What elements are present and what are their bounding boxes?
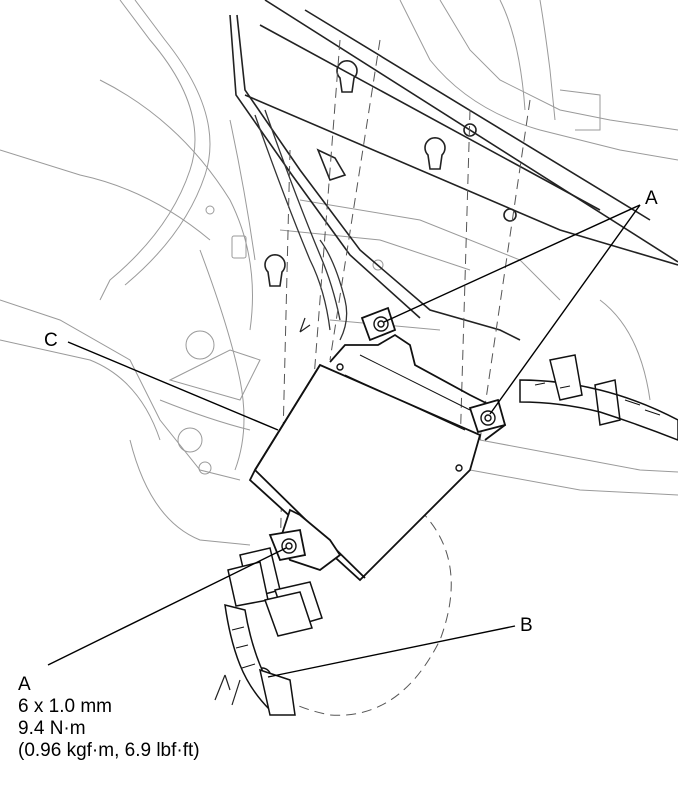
spec-torque-alt: (0.96 kgf·m, 6.9 lbf·ft) — [18, 740, 200, 761]
leader-b — [267, 625, 516, 678]
leader-a-right — [489, 204, 641, 415]
screw-icon — [455, 464, 463, 472]
torque-spec: A 6 x 1.0 mm 9.4 N·m (0.96 kgf·m, 6.9 lb… — [18, 674, 200, 762]
body-rail — [229, 0, 678, 341]
spec-size: 6 x 1.0 mm — [18, 696, 112, 717]
spec-torque-nm: 9.4 N·m — [18, 718, 86, 739]
label-c: C — [44, 330, 58, 351]
spec-letter: A — [18, 674, 31, 695]
label-a: A — [645, 188, 658, 209]
vehicle-body-structure — [0, 0, 678, 546]
leader-c — [67, 341, 279, 431]
direction-arrows — [214, 317, 311, 706]
bolt-a-upper — [373, 316, 389, 332]
wire-harness-lower — [224, 547, 323, 716]
bolt-a-right — [480, 410, 496, 426]
wire-harness-upper — [254, 109, 348, 341]
leader-a-lower — [47, 547, 287, 666]
bolt-a-lower — [281, 538, 297, 554]
label-b: B — [520, 615, 533, 636]
wire-harness-right — [519, 354, 678, 441]
leader-lines — [47, 204, 641, 678]
leader-a-upper — [383, 204, 641, 323]
screw-icon — [336, 363, 344, 371]
